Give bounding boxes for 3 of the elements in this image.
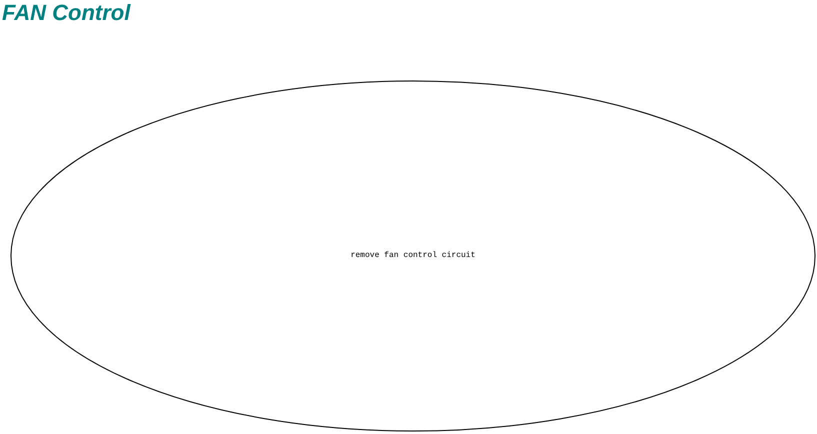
title: FAN Control (2, 0, 130, 26)
ellipse-node (10, 80, 816, 432)
node-label: remove fan control circuit (350, 250, 476, 262)
